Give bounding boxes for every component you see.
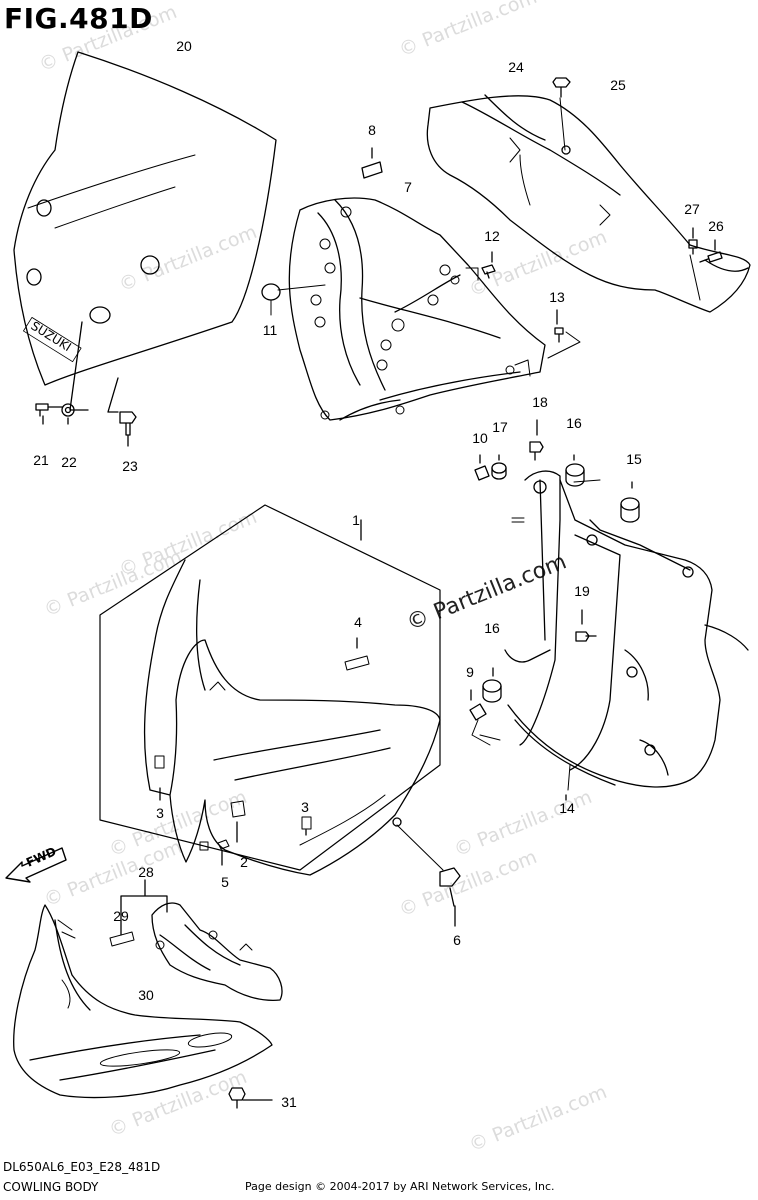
windscreen-part: SUZUKI [13, 51, 277, 413]
callout-20: 20 [176, 38, 192, 54]
callout-25: 25 [610, 77, 626, 93]
push-clip-part [228, 1087, 273, 1109]
callout-30: 30 [138, 987, 154, 1003]
callout-13: 13 [549, 289, 565, 305]
callout-9: 9 [466, 664, 474, 680]
callout-5: 5 [221, 874, 229, 890]
callout-3b: 3 [301, 799, 309, 815]
callout-11: 11 [262, 322, 278, 338]
forward-arrow [5, 847, 67, 883]
callout-10: 10 [472, 430, 488, 446]
callout-21: 21 [33, 452, 49, 468]
callout-16: 16 [566, 415, 582, 431]
callout-6: 6 [453, 932, 461, 948]
callout-1: 1 [352, 512, 360, 528]
callout-12: 12 [484, 228, 500, 244]
windscreen-fasteners [35, 403, 137, 447]
clips-part [481, 251, 581, 359]
callout-31: 31 [281, 1094, 297, 1110]
copyright-credit: Page design © 2004-2017 by ARI Network S… [245, 1180, 555, 1193]
frame-hardware [469, 419, 640, 746]
screw-part [396, 824, 461, 927]
callout-23: 23 [122, 458, 138, 474]
callout-2: 2 [240, 854, 248, 870]
cowling-frame-part [504, 470, 749, 801]
callout-18: 18 [532, 394, 548, 410]
under-cowl-part [13, 904, 273, 1099]
callout-22: 22 [61, 454, 77, 470]
callout-16b: 16 [484, 620, 500, 636]
callout-14: 14 [559, 800, 575, 816]
callout-27: 27 [684, 201, 700, 217]
grommet-part [261, 283, 326, 316]
section-name: COWLING BODY [3, 1180, 99, 1194]
svg-text:SUZUKI: SUZUKI [28, 319, 73, 355]
front-cowl-box [99, 504, 441, 871]
upper-cover-fasteners [552, 77, 723, 263]
inner-cowl-part [288, 197, 546, 421]
diagram-code: DL650AL6_E03_E28_481D [3, 1160, 161, 1174]
callout-8: 8 [368, 122, 376, 138]
callout-15: 15 [626, 451, 642, 467]
callout-3: 3 [156, 805, 164, 821]
callout-7: 7 [404, 179, 412, 195]
bracket-part [109, 879, 283, 1001]
callout-24: 24 [508, 59, 524, 75]
callout-26: 26 [708, 218, 724, 234]
callout-19: 19 [574, 583, 590, 599]
figure-title: FIG.481D [4, 2, 153, 35]
callout-4: 4 [354, 614, 362, 630]
front-cowl-part [143, 519, 441, 876]
upper-cover-part [426, 94, 751, 313]
callout-29: 29 [113, 908, 129, 924]
callout-17: 17 [492, 419, 508, 435]
label-part [361, 147, 383, 179]
callout-28: 28 [138, 864, 154, 880]
